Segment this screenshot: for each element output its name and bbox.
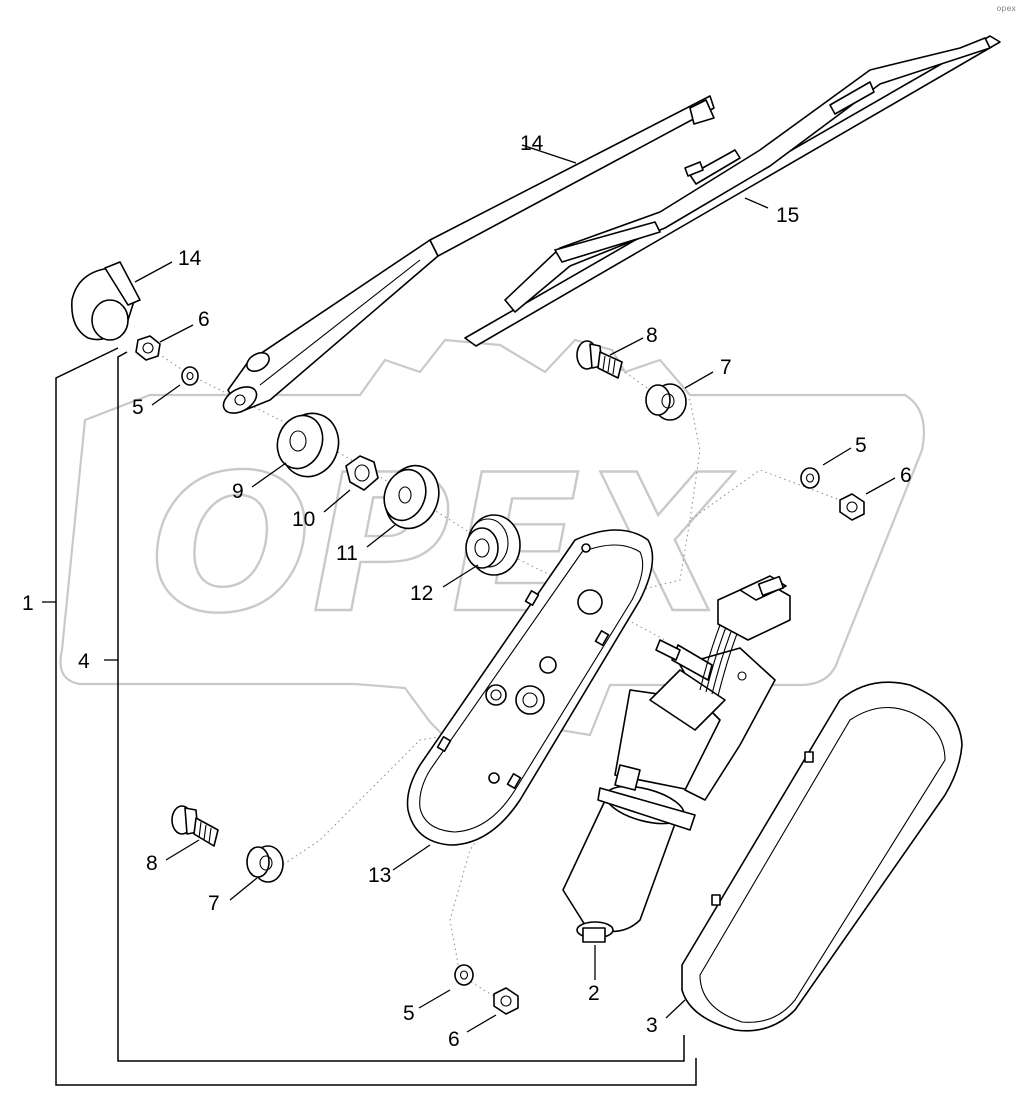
callout-5-top-left: 5 [132,396,144,419]
callout-1: 1 [22,592,34,615]
callout-labels: 1 2 3 4 5 5 5 6 6 6 7 7 8 8 9 10 11 12 1… [22,132,912,1051]
callout-14-arm: 14 [520,132,544,155]
wiper-motor-2 [562,639,776,943]
callout-4: 4 [78,650,90,673]
washer-5-bottom [454,964,474,986]
linkage-plate-13 [406,529,654,846]
spindle-washer-11 [383,464,440,530]
spindle-grommet-12 [465,514,521,576]
callout-6-bottom: 6 [448,1028,460,1051]
callout-8-top: 8 [646,324,658,347]
callout-14-clip: 14 [178,247,202,270]
callout-11: 11 [336,542,358,565]
motor-connector [699,575,791,697]
callout-10: 10 [292,508,315,531]
callout-7-top: 7 [720,356,732,379]
callout-6-right: 6 [900,464,912,487]
callout-7-bottom: 7 [208,892,220,915]
bush-7-bottom [246,845,284,883]
callout-9: 9 [232,480,244,503]
nut-6-right [839,493,865,521]
motor-cover-3 [681,681,963,1032]
washer-5-top-left [181,366,199,386]
callout-13: 13 [368,864,391,887]
callout-15: 15 [776,204,799,227]
watermark-gear-outline [59,338,926,762]
nut-6-bottom [493,987,519,1015]
spindle-nut-10 [345,455,379,491]
assembly-brackets [42,347,697,1086]
washer-5-right [800,467,820,489]
wiper-clip [71,261,141,341]
callout-5-right: 5 [855,434,867,457]
callout-8-bottom: 8 [146,852,158,875]
leader-lines [134,144,896,1033]
wiper-arm [222,95,715,414]
bolt-8-bottom [171,805,219,847]
callout-2: 2 [588,982,600,1005]
callout-12: 12 [410,582,433,605]
wiper-blade [464,35,1001,347]
spindle-cap-9 [276,412,340,478]
callout-3: 3 [646,1014,658,1037]
callout-5-bottom: 5 [403,1002,415,1025]
nut-6-top-left [135,335,161,361]
callout-6-top-left: 6 [198,308,210,331]
corner-watermark: opex [996,4,1017,13]
bush-7-top [645,383,687,421]
bolt-8-top [576,340,623,379]
